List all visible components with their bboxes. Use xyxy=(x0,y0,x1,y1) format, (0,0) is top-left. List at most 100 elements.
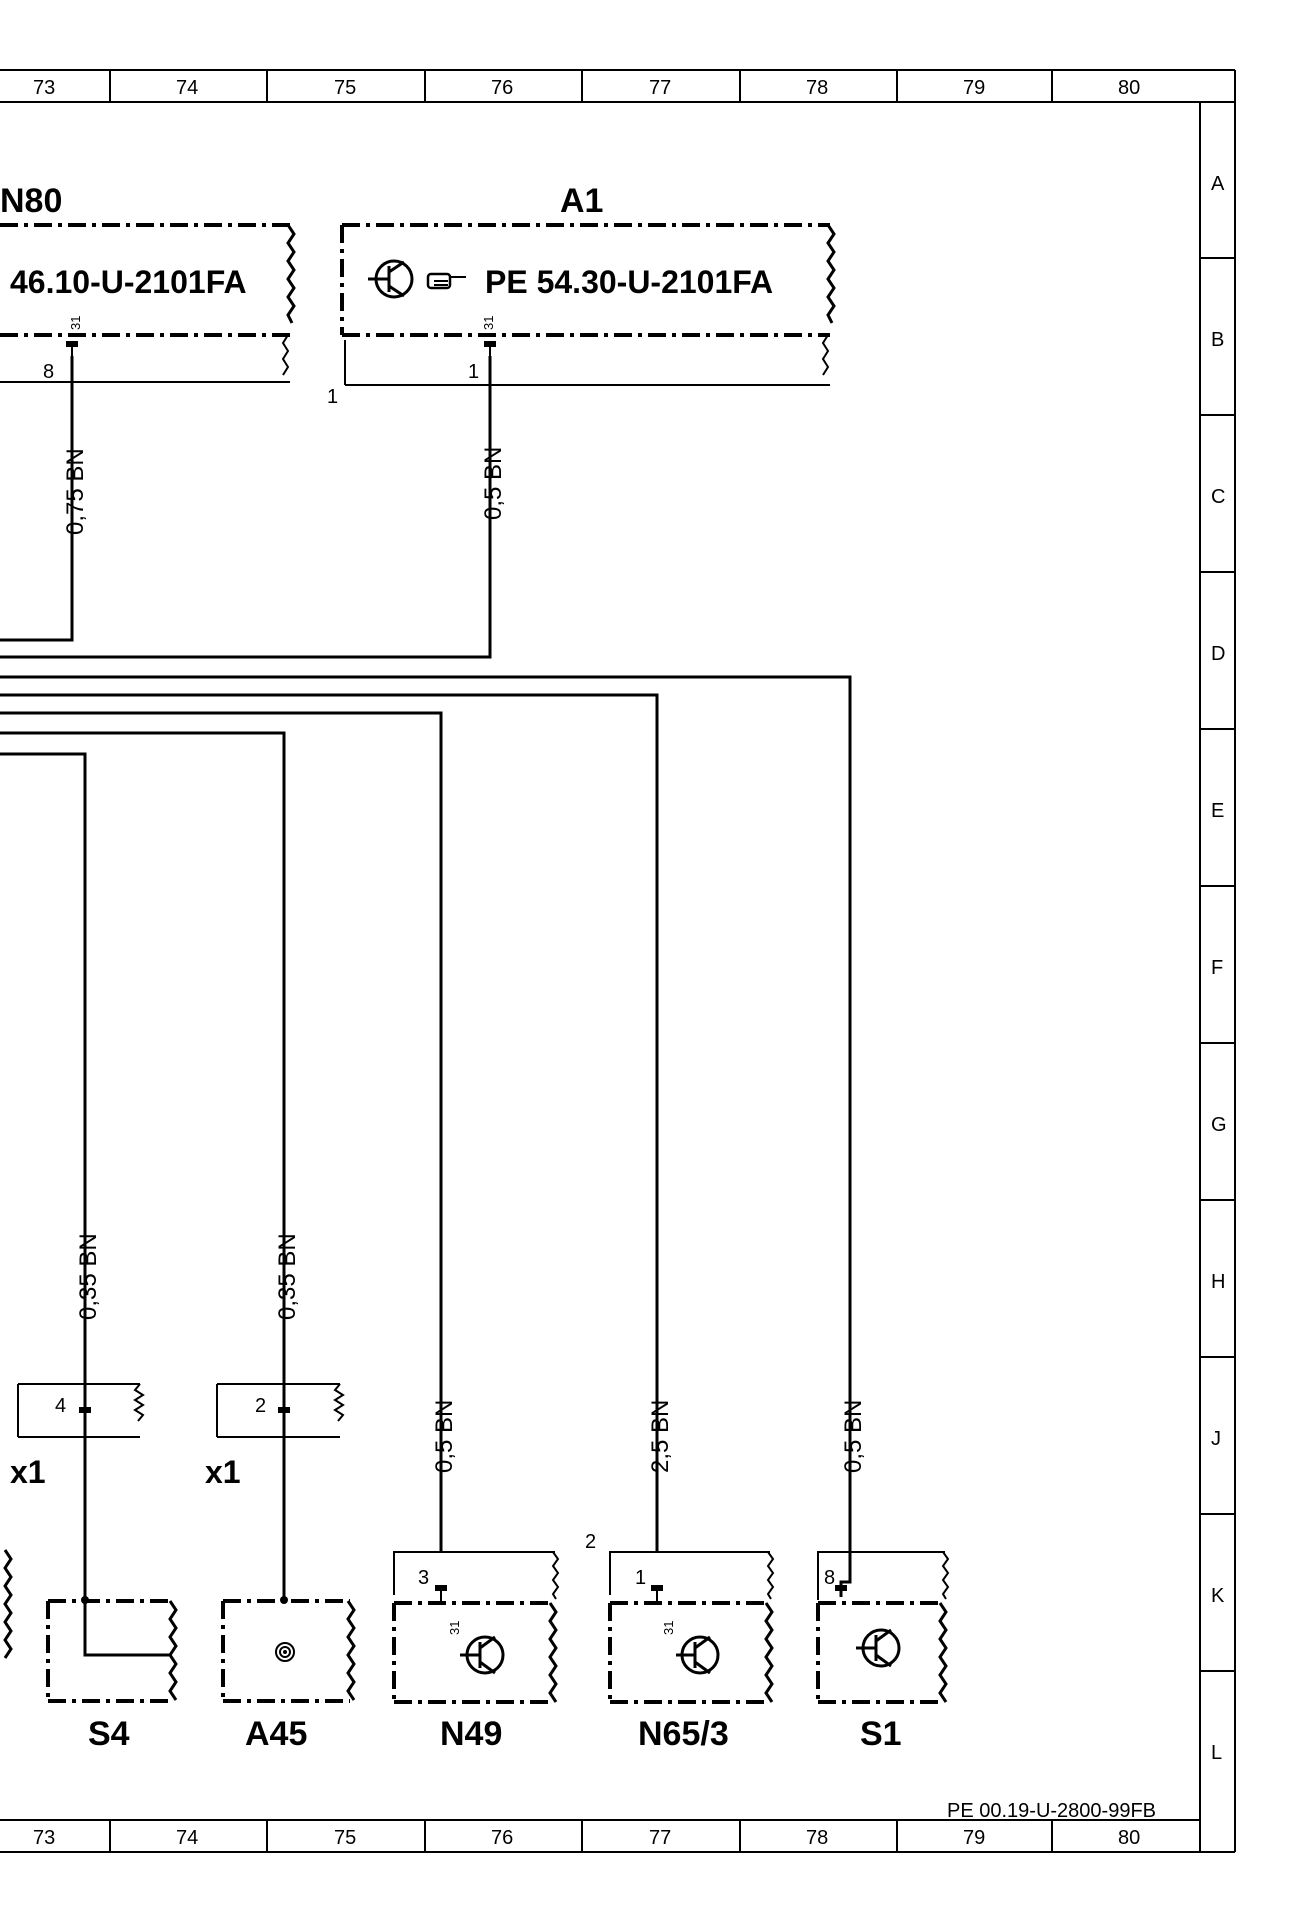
component-border xyxy=(340,223,830,337)
col-label-top: 73 xyxy=(33,77,55,99)
ground-pin-label: 31 xyxy=(68,316,83,330)
connector-label: x1 xyxy=(205,1454,241,1490)
row-label: K xyxy=(1211,1585,1225,1607)
component-border xyxy=(392,1601,552,1704)
document-id: PE 00.19-U-2800-99FB xyxy=(947,1800,1156,1822)
transistor-icon xyxy=(460,1635,505,1675)
component-border xyxy=(816,1601,942,1704)
component-border xyxy=(46,1599,172,1703)
column-labels-bottom: 73 74 75 76 77 78 79 80 xyxy=(33,1827,1140,1849)
component-label: N49 xyxy=(440,1715,502,1753)
pin-number: 8 xyxy=(43,361,54,383)
pin-number: 8 xyxy=(824,1567,835,1589)
row-label: B xyxy=(1211,329,1224,351)
break-line xyxy=(764,1602,774,1703)
connector-x1-a45: 2 x1 xyxy=(205,1383,345,1490)
break-line xyxy=(3,1549,13,1659)
col-label-top: 80 xyxy=(1118,77,1140,99)
col-label-bottom: 73 xyxy=(33,1827,55,1849)
break-line xyxy=(168,1600,178,1701)
ground-pin-label: 31 xyxy=(447,1621,462,1635)
ground-pin-label: 31 xyxy=(661,1621,676,1635)
wire-label: 0,75 BN xyxy=(62,448,89,535)
connector-label: x1 xyxy=(10,1454,46,1490)
row-label: E xyxy=(1211,800,1224,822)
row-label: A xyxy=(1211,173,1225,195)
row-label: D xyxy=(1211,643,1225,665)
connector-x1-s4: 4 x1 xyxy=(10,1383,145,1490)
wire-label: 0,5 BN xyxy=(840,1400,867,1473)
component-a45[interactable]: A45 xyxy=(221,1413,356,1753)
wire-label: 0,5 BN xyxy=(431,1400,458,1473)
component-s1[interactable]: 8 S1 xyxy=(816,1367,950,1753)
pin-number: 3 xyxy=(418,1567,429,1589)
break-line xyxy=(548,1602,558,1703)
col-label-top: 78 xyxy=(806,77,828,99)
component-label: N80 xyxy=(0,182,62,220)
row-separators xyxy=(1200,257,1235,1672)
break-line xyxy=(938,1602,948,1703)
col-label-bottom: 77 xyxy=(649,1827,671,1849)
component-border xyxy=(608,1601,768,1704)
component-s4[interactable]: S4 xyxy=(46,1413,178,1753)
speaker-icon xyxy=(275,1642,295,1662)
wires-top xyxy=(0,356,852,1551)
col-label-bottom: 74 xyxy=(176,1827,198,1849)
column-separators xyxy=(109,70,1053,1852)
component-label: S1 xyxy=(860,1715,902,1753)
pin-number: 4 xyxy=(55,1395,66,1417)
row-label: G xyxy=(1211,1114,1227,1136)
col-label-bottom: 80 xyxy=(1118,1827,1140,1849)
component-label: N65/3 xyxy=(638,1715,729,1753)
ground-pin-label: 31 xyxy=(481,316,496,330)
col-label-top: 74 xyxy=(176,77,198,99)
col-label-bottom: 79 xyxy=(963,1827,985,1849)
col-label-bottom: 78 xyxy=(806,1827,828,1849)
col-label-bottom: 76 xyxy=(491,1827,513,1849)
connector-pin xyxy=(66,341,78,356)
row-label: C xyxy=(1211,486,1225,508)
row-labels: A B C D E F G H J K L xyxy=(1211,173,1227,1764)
break-line xyxy=(286,224,296,324)
col-label-top: 76 xyxy=(491,77,513,99)
col-label-top: 79 xyxy=(963,77,985,99)
wire-label: 0,5 BN xyxy=(480,447,507,520)
wire-label: 0,35 BN xyxy=(274,1233,301,1320)
connector-pin xyxy=(484,341,496,356)
note-number: 1 xyxy=(327,386,338,408)
wire-label: 0,35 BN xyxy=(75,1233,102,1320)
break-line xyxy=(346,1600,356,1701)
break-line xyxy=(821,334,830,376)
pin-number: 1 xyxy=(468,361,479,383)
component-n65-3[interactable]: 2 1 31 N65/3 xyxy=(585,1531,775,1753)
component-n49[interactable]: 3 31 N49 xyxy=(392,1551,560,1753)
pin-number: 2 xyxy=(255,1395,266,1417)
component-a1[interactable]: A1 PE 54.30-U-2101FA 31 xyxy=(340,182,836,376)
component-ref: 46.10-U-2101FA xyxy=(10,264,247,300)
transistor-icon xyxy=(856,1628,901,1668)
col-label-bottom: 75 xyxy=(334,1827,356,1849)
component-label: A1 xyxy=(560,182,603,220)
component-ref: PE 54.30-U-2101FA xyxy=(485,264,773,300)
component-label: A45 xyxy=(245,1715,307,1753)
component-border xyxy=(221,1599,350,1703)
pointing-hand-icon xyxy=(426,272,466,290)
transistor-icon xyxy=(368,259,414,299)
column-labels-top: 73 74 75 76 77 78 79 80 xyxy=(33,77,1140,99)
component-n80[interactable]: N80 46.10-U-2101FA 31 xyxy=(0,182,296,376)
note-number: 2 xyxy=(585,1531,596,1553)
col-label-top: 77 xyxy=(649,77,671,99)
row-label: H xyxy=(1211,1271,1225,1293)
pin-number: 1 xyxy=(635,1567,646,1589)
row-label: F xyxy=(1211,957,1223,979)
diagram-frame xyxy=(0,69,1236,1853)
col-label-top: 75 xyxy=(334,77,356,99)
component-label: S4 xyxy=(88,1715,130,1753)
wire-label: 2,5 BN xyxy=(647,1400,674,1473)
break-line xyxy=(281,334,290,376)
row-label: J xyxy=(1211,1428,1221,1450)
row-label: L xyxy=(1211,1742,1222,1764)
transistor-icon xyxy=(676,1635,720,1675)
break-line xyxy=(826,224,836,324)
